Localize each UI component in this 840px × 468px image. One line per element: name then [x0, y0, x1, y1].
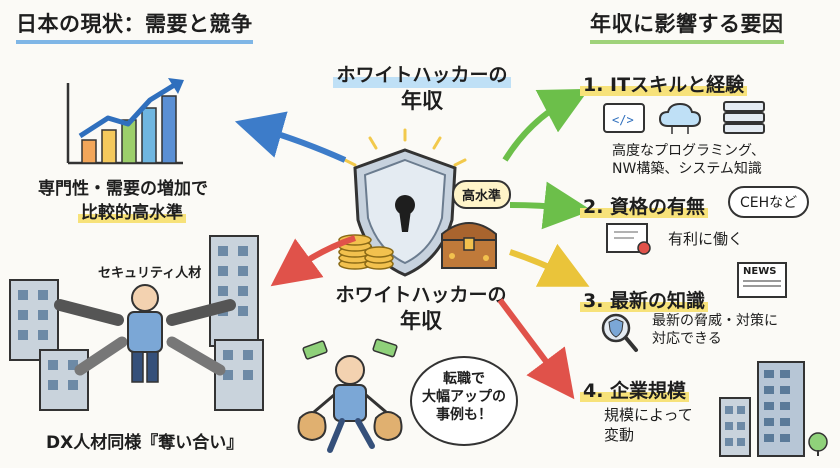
- right-section-title: 年収に影響する要因: [590, 8, 784, 44]
- certificate-icon: [606, 223, 651, 255]
- server-icon: [723, 101, 765, 134]
- factor1-desc: 高度なプログラミング、 NW構築、システム知識: [612, 143, 766, 178]
- buildings-illustration: [9, 235, 264, 411]
- factor4-desc: 規模によって 変動: [604, 406, 693, 444]
- company-buildings-icon: [719, 361, 828, 457]
- code-window-icon: [603, 103, 645, 133]
- left-note-line1: 専門性・需要の増加で: [38, 179, 208, 199]
- happy-person-money-illustration: [297, 338, 403, 453]
- shield-lock-icon: [343, 128, 467, 277]
- cloud-icon: [658, 102, 702, 127]
- dx-caption: DX人材同様『奪い合い』: [46, 433, 244, 453]
- left-note-line2: 比較的高水準: [78, 198, 186, 223]
- news-icon: NEWS: [737, 262, 787, 298]
- magnifier-shield-icon: [601, 313, 638, 352]
- factor1-icons: </>: [603, 101, 765, 134]
- factor3-desc: 最新の脅威・対策に 対応できる: [652, 313, 778, 348]
- center-title-top: ホワイトハッカーの 年収: [322, 64, 522, 115]
- factor2-desc: 有利に働く: [668, 230, 744, 248]
- speech-bubble: 転職で 大幅アップの 事例も！: [410, 356, 518, 446]
- center-title-bottom: ホワイトハッカーの 年収: [335, 284, 507, 333]
- factor2-title: 2. 資格の有無: [580, 192, 709, 219]
- svg-text:</>: </>: [612, 113, 634, 127]
- contested-talent-illustration: [54, 284, 236, 383]
- high-level-badge: 高水準: [452, 180, 512, 209]
- left-section-title: 日本の現状：需要と競争: [16, 8, 253, 44]
- security-talent-label: セキュリティ人材: [98, 266, 202, 281]
- cert-bubble: CEHなど: [728, 186, 810, 218]
- rising-chart-icon: [66, 78, 184, 165]
- factor3-title: 3. 最新の知識: [580, 286, 709, 313]
- factor4-title: 4. 企業規模: [580, 376, 690, 403]
- treasure-chest-icon: [441, 222, 497, 269]
- factor1-title: 1. ITスキルと経験: [580, 70, 748, 97]
